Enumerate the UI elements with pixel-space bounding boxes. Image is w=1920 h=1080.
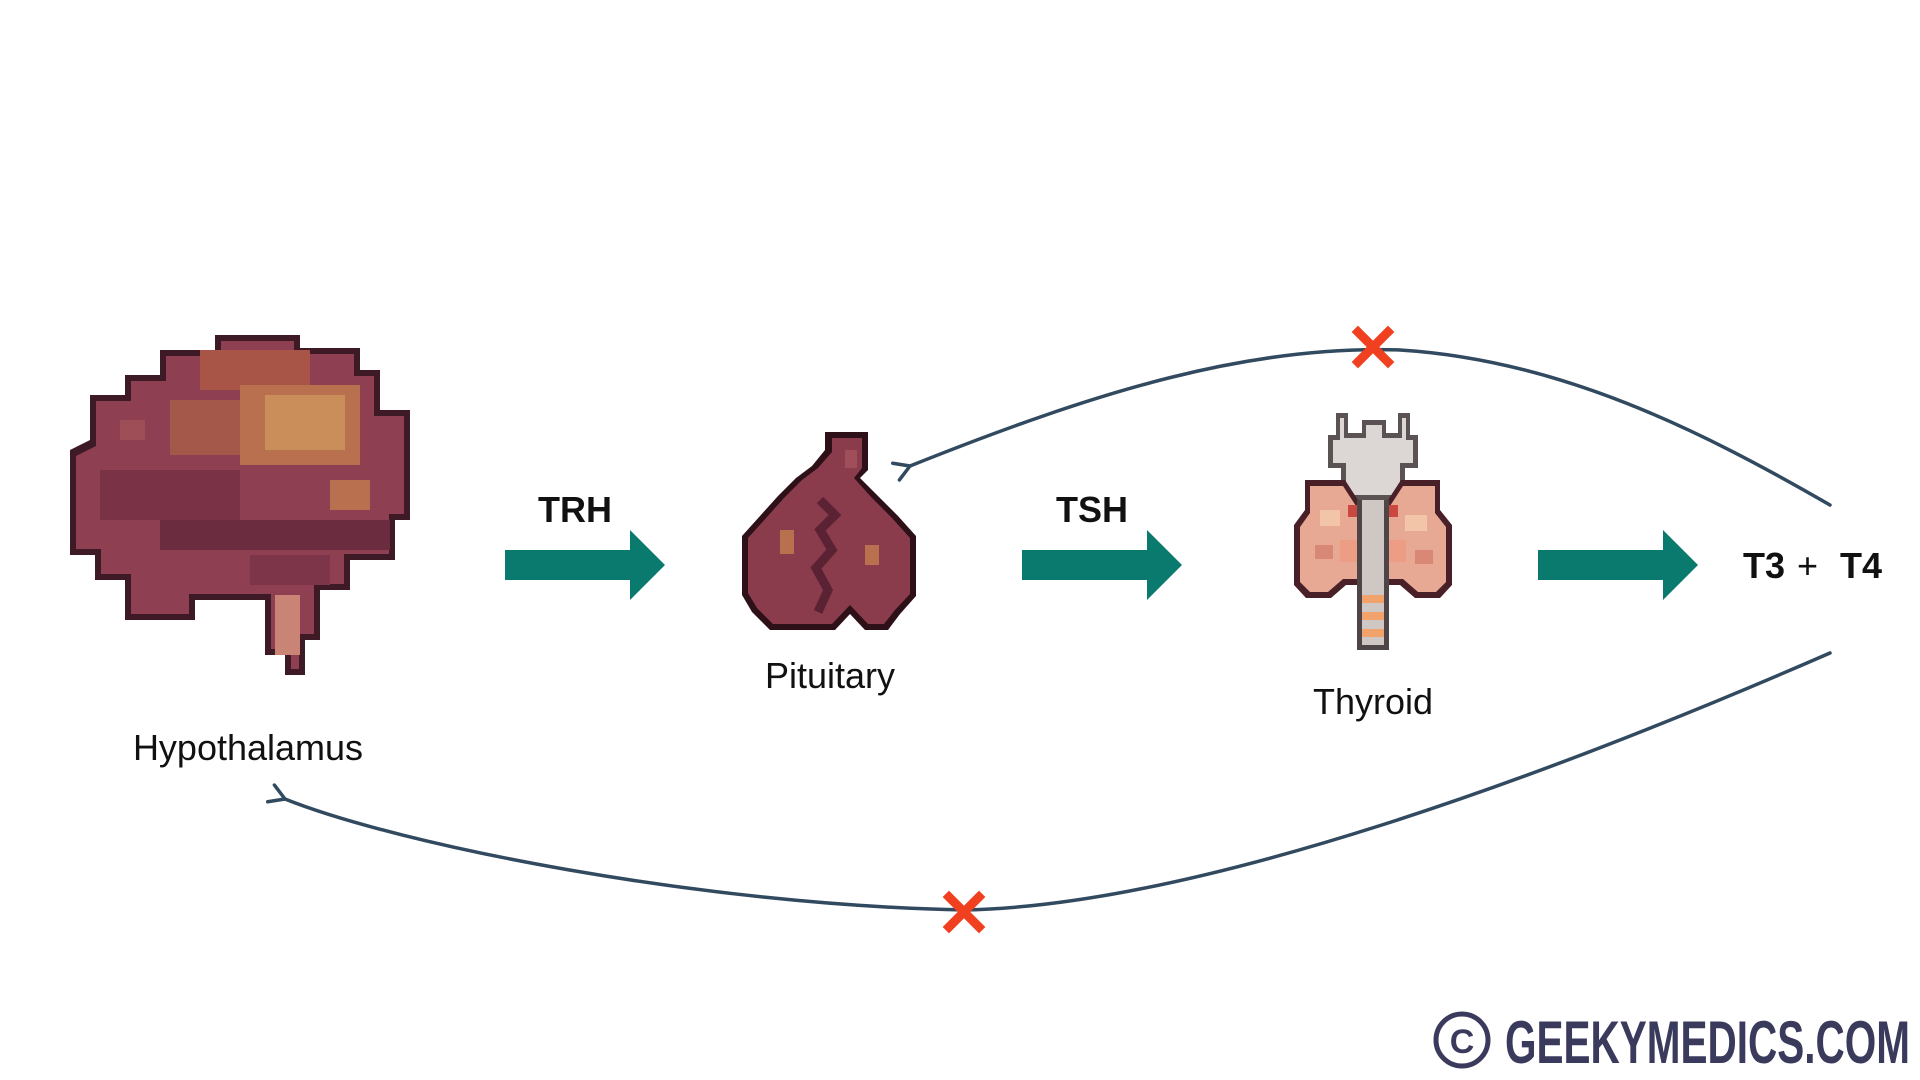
tsh-arrow <box>1022 530 1182 600</box>
feedback-arrow-to-pituitary <box>890 347 1832 507</box>
pituitary-icon <box>742 432 916 630</box>
copyright-watermark: C GEEKYMEDICS.COM <box>1433 1009 1910 1076</box>
copyright-symbol: C <box>1450 1023 1475 1061</box>
t3-label: T3 <box>1743 545 1785 586</box>
tsh-label: TSH <box>1056 489 1128 530</box>
feedback-arrow-to-hypothalamus <box>265 651 1832 912</box>
thyroid-label: Thyroid <box>1313 681 1433 722</box>
trh-label: TRH <box>538 489 612 530</box>
t3-t4-label: T3 + T4 <box>1743 545 1882 586</box>
pituitary-label: Pituitary <box>765 655 895 696</box>
copyright-icon <box>1433 1011 1491 1069</box>
thyroid-icon <box>1294 413 1452 650</box>
inhibition-mark-pituitary <box>1351 325 1395 369</box>
svg-text:T3 + T4: T3 + T4 <box>1743 545 1882 586</box>
trh-arrow <box>505 530 665 600</box>
hypothalamus-label: Hypothalamus <box>133 727 363 768</box>
t3-t4-arrow <box>1538 530 1698 600</box>
plus-sign: + <box>1797 545 1818 586</box>
copyright-text: GEEKYMEDICS.COM <box>1505 1009 1910 1076</box>
t4-label: T4 <box>1840 545 1882 586</box>
brain-icon <box>70 335 410 675</box>
inhibition-mark-hypothalamus <box>942 890 986 934</box>
